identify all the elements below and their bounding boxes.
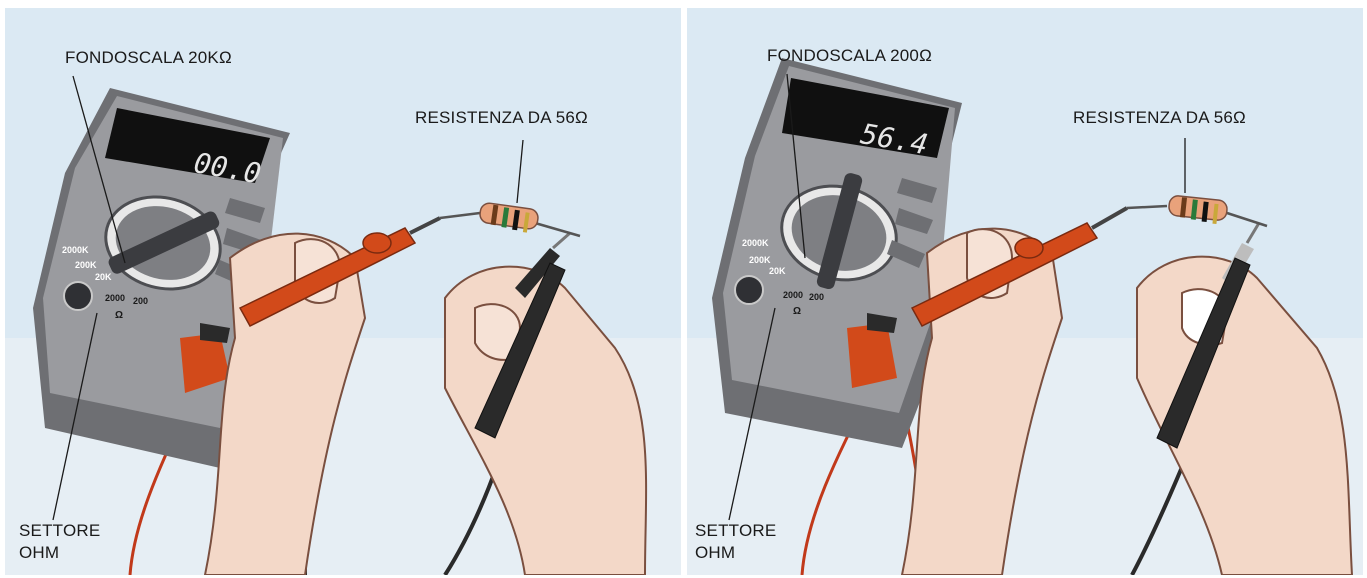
dial-scale-200: 200	[133, 296, 148, 306]
resistor-56ohm	[439, 202, 581, 238]
sector-callout-line	[52, 312, 98, 521]
sector-label-line2: OHM	[695, 543, 736, 562]
dial-ohm-symbol: Ω	[115, 310, 123, 321]
dial-scale-2000k: 2000K	[62, 245, 89, 255]
range-callout-line	[72, 75, 126, 264]
red-connector	[847, 323, 897, 388]
panel-range-20k: 00.0	[5, 8, 681, 575]
dial-scale-20k: 20K	[769, 266, 786, 276]
multimeter: 00.0	[33, 88, 290, 468]
dial-scale-200: 200	[809, 292, 824, 302]
multimeter: 56.4	[712, 58, 962, 448]
dial-knob	[816, 173, 863, 290]
red-connector	[180, 333, 230, 393]
range-callout-line	[786, 73, 806, 259]
dial-scale-2000: 2000	[783, 290, 803, 300]
dial-knob	[108, 211, 220, 274]
multimeter-illustration-200: 56.4	[687, 8, 1363, 575]
range-label: FONDOSCALA 20KΩ	[65, 48, 232, 67]
resistor-callout-line	[516, 139, 524, 204]
dial-scale-200k: 200K	[749, 255, 771, 265]
sector-label-line1: SETTORE	[19, 521, 101, 540]
resistor-label: RESISTENZA DA 56Ω	[1073, 108, 1246, 127]
black-probe	[515, 248, 560, 298]
resistor-label: RESISTENZA DA 56Ω	[415, 108, 588, 127]
dial-ohm-symbol: Ω	[793, 306, 801, 317]
lcd-display	[105, 108, 270, 183]
panel-range-200: 56.4	[687, 8, 1363, 575]
dial-scale-2000k: 2000K	[742, 238, 769, 248]
sector-label-line2: OHM	[19, 543, 60, 562]
range-label: FONDOSCALA 200Ω	[767, 46, 932, 65]
dial-scale-20k: 20K	[95, 272, 112, 282]
input-jack	[63, 281, 93, 311]
sector-callout-line	[728, 307, 776, 521]
input-jack	[734, 275, 764, 305]
left-hand	[203, 232, 367, 575]
dial-scale-200k: 200K	[75, 260, 97, 270]
sector-label-line1: SETTORE	[695, 521, 777, 540]
lcd-display	[782, 78, 949, 158]
resistor-56ohm	[1126, 195, 1268, 228]
multimeter-illustration-20k: 00.0	[5, 8, 681, 575]
dial-scale-2000: 2000	[105, 293, 125, 303]
